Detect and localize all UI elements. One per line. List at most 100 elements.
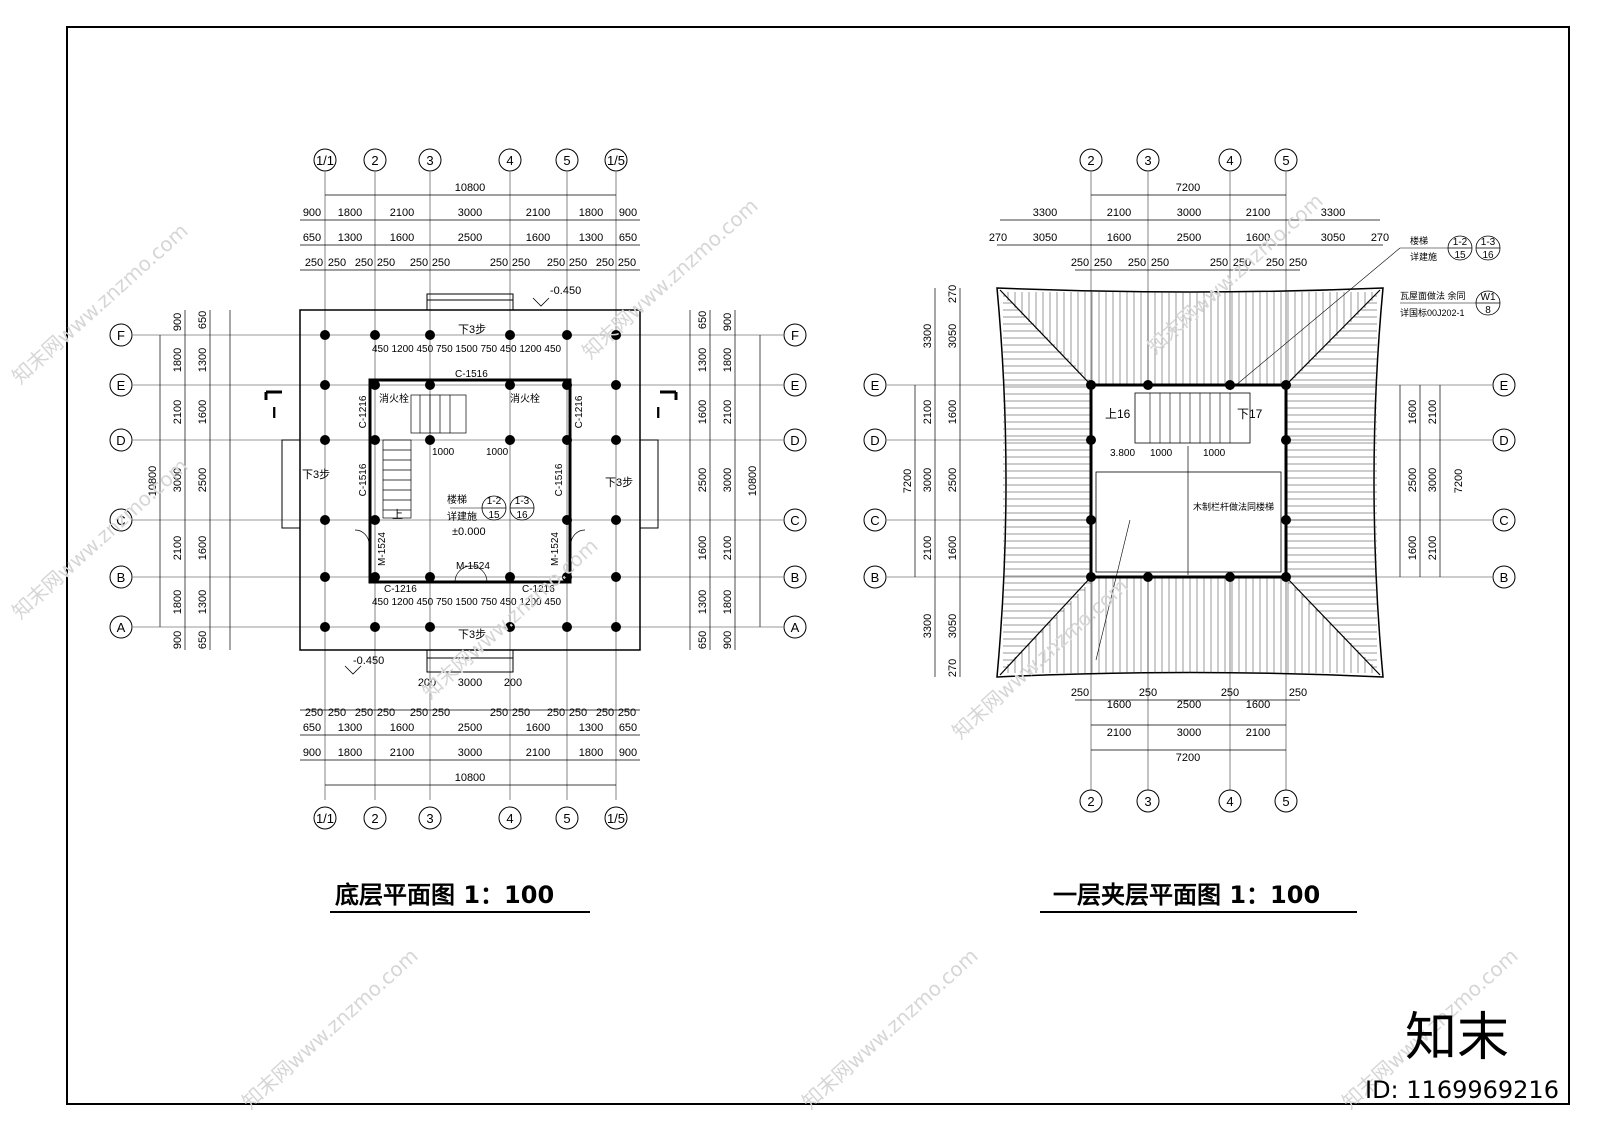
v-dim-text: 2100 [722, 400, 734, 424]
dim-text: 3300 [1033, 207, 1057, 219]
inner-dims-top: 450 1200 450 750 1500 750 450 1200 450 [372, 344, 562, 355]
ground-floor-plan [109, 148, 807, 830]
dim-text: 1300 [338, 232, 362, 244]
axis-label: F [791, 328, 799, 343]
axis-label: A [791, 620, 800, 635]
v-dim-text: 1800 [722, 590, 734, 614]
dim-text: 3050 [1321, 232, 1345, 244]
axis-label: 1/5 [607, 811, 625, 826]
v-dim-text: 2500 [197, 468, 209, 492]
dim-text: 1000 [1150, 448, 1173, 459]
ref-bubble-text: 1-3 [515, 496, 530, 507]
v-overall-dim: 10800 [747, 466, 759, 497]
axis-label: 4 [1226, 153, 1233, 168]
section-mark-label: I [656, 405, 660, 422]
axis-label: B [871, 570, 880, 585]
stair-note: 楼梯 [447, 493, 467, 506]
v-overall-dim: 10800 [147, 466, 159, 497]
dim-text: 250 [432, 707, 450, 719]
dim-text: 1300 [579, 722, 603, 734]
dim-text: 250 [512, 257, 530, 269]
v-dim-text: 900 [172, 631, 184, 649]
watermark-text: 知末网www.znzmo.com [797, 944, 982, 1114]
dim-text: 900 [619, 747, 637, 759]
dim-text: 1800 [338, 747, 362, 759]
watermark-text: 知末网www.znzmo.com [237, 944, 422, 1114]
dim-text: 650 [303, 232, 321, 244]
dim-text: 250 [618, 707, 636, 719]
overall-dim-top: 7200 [1176, 182, 1200, 194]
dim-text: 1600 [526, 722, 550, 734]
axis-label: C [870, 513, 879, 528]
axis-label: 3 [1144, 153, 1151, 168]
axis-label: C [790, 513, 799, 528]
dim-text: 1600 [526, 232, 550, 244]
watermarks: 知末网www.znzmo.com 知末网www.znzmo.com 知末网www… [7, 189, 1522, 1114]
v-dim-text: 1600 [947, 400, 959, 424]
roof-tiles [1003, 292, 1377, 673]
dim-text: 250 [1289, 257, 1307, 269]
ref-bubble-text: 8 [1485, 305, 1491, 316]
mezz-rail [1095, 471, 1282, 573]
level-bottom: -0.450 [353, 655, 384, 667]
v-dim-text: 900 [722, 631, 734, 649]
window-label: C-1216 [522, 584, 555, 595]
dim-text: 650 [619, 722, 637, 734]
door-label: M-1524 [377, 532, 388, 566]
dim-text: 1600 [390, 722, 414, 734]
dim-text: 250 [432, 257, 450, 269]
dim-text: 250 [1210, 257, 1228, 269]
dim-text: 900 [619, 207, 637, 219]
steps-bottom-label: 下3步 [458, 628, 486, 641]
axis-label: 5 [563, 153, 570, 168]
dim-text: 2100 [1107, 207, 1131, 219]
dim-text: 250 [596, 707, 614, 719]
v-dim-text: 2100 [172, 536, 184, 560]
dim-text: 1300 [579, 232, 603, 244]
ground-plan-title: 底层平面图 1：100 [335, 881, 554, 909]
dim-text: 1800 [579, 747, 603, 759]
stair-note: 楼梯 [1410, 235, 1428, 246]
dim-text: 250 [1233, 257, 1251, 269]
mezzanine-plan-title: 一层夹层平面图 1：100 [1053, 881, 1320, 909]
axis-label: E [1500, 378, 1509, 393]
dim-text: 250 [490, 257, 508, 269]
stair-up-label: 上 [392, 508, 403, 521]
axis-label: C [1499, 513, 1508, 528]
roof-note: 瓦屋面做法 余同 [1400, 290, 1466, 301]
dim-text: 1600 [1246, 232, 1270, 244]
window-label: C-1216 [358, 395, 369, 428]
dim-text: 250 [377, 257, 395, 269]
dim-text: 3000 [458, 207, 482, 219]
dim-text: 250 [596, 257, 614, 269]
v-dim-text: 270 [947, 659, 959, 677]
dim-text: 250 [328, 707, 346, 719]
v-dim-text: 2100 [922, 536, 934, 560]
section-mark-left [264, 390, 282, 400]
dim-text: 1000 [486, 447, 509, 458]
v-dim-text: 650 [197, 311, 209, 329]
axis-label: B [1500, 570, 1509, 585]
dim-text: 250 [1289, 687, 1307, 699]
axis-label: F [117, 328, 125, 343]
axis-label: B [117, 570, 126, 585]
dim-text: 1000 [432, 447, 455, 458]
dim-text: 650 [619, 232, 637, 244]
axis-label: E [117, 378, 126, 393]
hydrant-label: 消火栓 [510, 392, 540, 405]
ground-axis-lines [133, 172, 783, 800]
v-dim-text: 3000 [722, 468, 734, 492]
v-dim-text: 1600 [1407, 536, 1419, 560]
dim-text: 1300 [338, 722, 362, 734]
axis-label: D [116, 433, 125, 448]
dim-text: 1600 [1107, 699, 1131, 711]
dim-text: 250 [1139, 687, 1157, 699]
dim-text: 3050 [1033, 232, 1057, 244]
dim-text: 1800 [338, 207, 362, 219]
dim-text: 250 [355, 257, 373, 269]
section-mark-right [660, 390, 678, 400]
axis-label: 1/1 [316, 811, 334, 826]
dim-text: 250 [547, 257, 565, 269]
dim-text: 250 [1151, 257, 1169, 269]
stair-up-label: 上16 [1105, 407, 1131, 421]
